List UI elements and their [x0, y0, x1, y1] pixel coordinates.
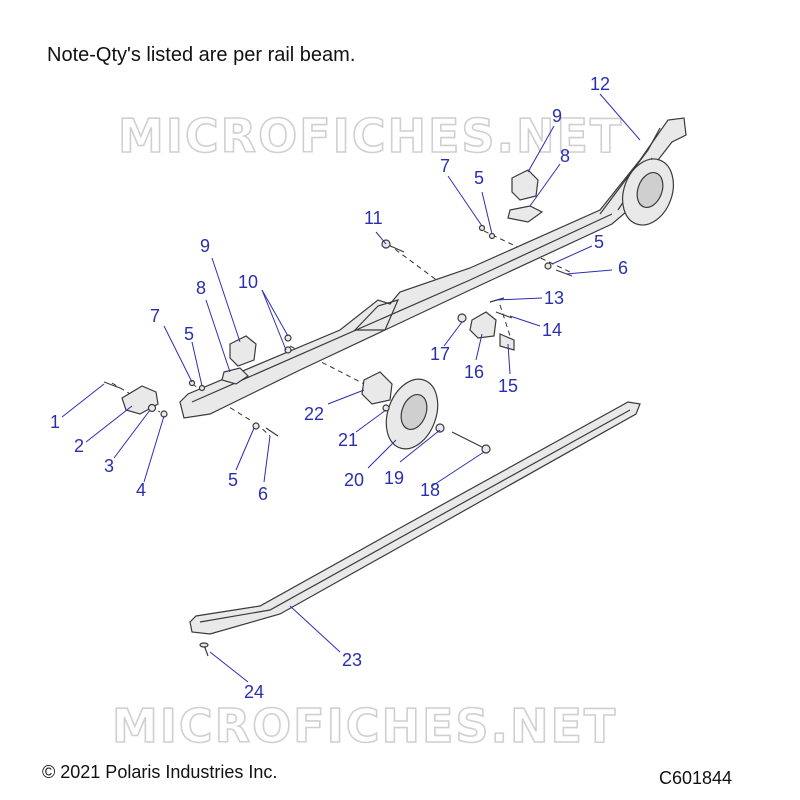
callout-3: 3 — [104, 456, 114, 476]
rail-beam — [179, 117, 687, 419]
callout-24: 24 — [244, 682, 264, 702]
callout-4: 4 — [136, 480, 146, 500]
watermark-top: MICROFICHES.NET — [118, 109, 623, 163]
callout-6-front: 6 — [258, 484, 268, 504]
note-text: Note-Qty's listed are per rail beam. — [47, 44, 356, 66]
callout-12: 12 — [590, 74, 610, 94]
callout-18: 18 — [420, 480, 440, 500]
watermark-bottom: MICROFICHES.NET — [112, 699, 617, 753]
callout-5-rear-side: 5 — [594, 232, 604, 252]
callout-16: 16 — [464, 362, 484, 382]
callout-5-front-bottom: 5 — [228, 470, 238, 490]
callout-20: 20 — [344, 470, 364, 490]
callout-21: 21 — [338, 430, 358, 450]
callout-13: 13 — [544, 288, 564, 308]
callout-7-rear: 7 — [440, 156, 450, 176]
callout-7-front: 7 — [150, 306, 160, 326]
callout-15: 15 — [498, 376, 518, 396]
leader-lines — [61, 93, 641, 683]
callout-2: 2 — [74, 436, 84, 456]
lower-fasteners — [252, 262, 573, 437]
callouts: 1 2 3 4 5 5 5 5 6 6 7 7 8 8 9 9 10 11 12… — [50, 74, 628, 702]
callout-6-rear: 6 — [618, 258, 628, 278]
rivet-24 — [199, 642, 209, 657]
callout-19: 19 — [384, 468, 404, 488]
front-block — [103, 381, 168, 418]
callout-5-front-top: 5 — [184, 324, 194, 344]
callout-9-rear: 9 — [552, 106, 562, 126]
callout-17: 17 — [430, 344, 450, 364]
diagram-code: C601844 — [659, 768, 733, 788]
callout-1: 1 — [50, 412, 60, 432]
bolt-11 — [381, 239, 405, 253]
callout-23: 23 — [342, 650, 362, 670]
copyright-text: © 2021 Polaris Industries Inc. — [42, 762, 278, 782]
hyfax-slider — [189, 401, 641, 635]
callout-11: 11 — [364, 208, 383, 228]
callout-8-rear: 8 — [560, 146, 570, 166]
callout-8-front: 8 — [196, 278, 206, 298]
callout-10: 10 — [238, 272, 258, 292]
callout-9-front: 9 — [200, 236, 210, 256]
bogie-wheel — [385, 378, 491, 454]
rear-idler-wheel — [622, 158, 674, 226]
rear-slider-blocks — [478, 169, 544, 240]
spacer-block — [361, 371, 393, 412]
callout-5-rear-top: 5 — [474, 168, 484, 188]
callout-14: 14 — [542, 320, 562, 340]
adjuster-assembly — [457, 297, 515, 351]
callout-22: 22 — [304, 404, 324, 424]
